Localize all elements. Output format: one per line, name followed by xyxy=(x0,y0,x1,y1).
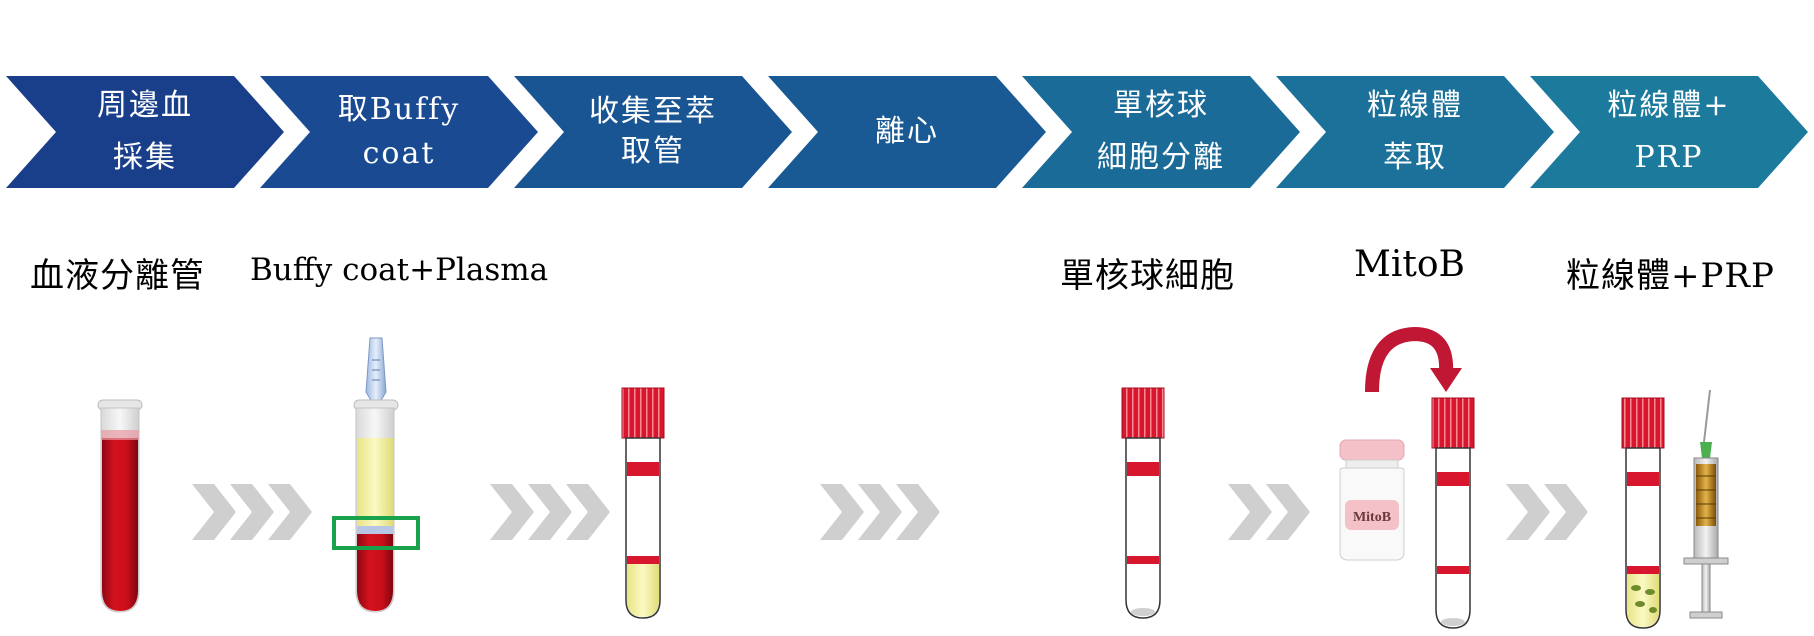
label-mononuclear-cells: 單核球細胞 xyxy=(1060,256,1235,296)
step-7-label: 粒線體+ PRP xyxy=(1607,88,1731,175)
double-chevron-arrow-icon xyxy=(1506,484,1588,540)
mitochondria-prp-tube-icon xyxy=(1621,397,1665,629)
label-buffy-coat-plasma: Buffy coat+Plasma xyxy=(250,252,549,288)
label-mitob: MitoB xyxy=(1354,244,1465,285)
label-mitochondria-prp: 粒線體+PRP xyxy=(1566,256,1775,296)
step-1-label: 周邊血 採集 xyxy=(97,88,193,175)
step-5-label: 單核球 細胞分離 xyxy=(1097,88,1225,175)
label-blood-separation-tube: 血液分離管 xyxy=(30,256,205,296)
triple-chevron-arrow-icon xyxy=(490,484,610,540)
syringe-icon xyxy=(1683,389,1729,619)
triple-chevron-arrow-icon xyxy=(192,484,312,540)
step-6-label: 粒線體 萃取 xyxy=(1367,88,1463,175)
step-2-take-buffy-coat: 取Buffy coat xyxy=(260,76,538,188)
step-7-mitochondria-prp: 粒線體+ PRP xyxy=(1530,76,1808,188)
step-4-centrifuge: 離心 xyxy=(768,76,1046,188)
blood-tube-icon xyxy=(97,399,143,613)
vial-label-text: MitoB xyxy=(1353,510,1391,525)
step-6-mitochondria-extraction: 粒線體 萃取 xyxy=(1276,76,1554,188)
step-4-label: 離心 xyxy=(875,114,939,149)
step-3-collect-into-tube: 收集至萃 取管 xyxy=(514,76,792,188)
step-3-label: 收集至萃 取管 xyxy=(589,94,717,169)
curved-arrow-icon xyxy=(1365,326,1462,393)
mononuclear-cell-tube-icon xyxy=(1121,387,1165,619)
double-chevron-arrow-icon xyxy=(1228,484,1310,540)
triple-chevron-arrow-icon xyxy=(820,484,940,540)
collection-tube-icon xyxy=(621,387,665,619)
step-5-mononuclear-cell-separation: 單核球 細胞分離 xyxy=(1022,76,1300,188)
step-1-peripheral-blood-collection: 周邊血 採集 xyxy=(6,76,284,188)
buffy-coat-tube-icon xyxy=(332,337,420,613)
mitochondria-tube-icon xyxy=(1431,397,1475,629)
step-2-label: 取Buffy coat xyxy=(337,92,461,171)
mitob-vial-icon: MitoB xyxy=(1339,439,1405,561)
